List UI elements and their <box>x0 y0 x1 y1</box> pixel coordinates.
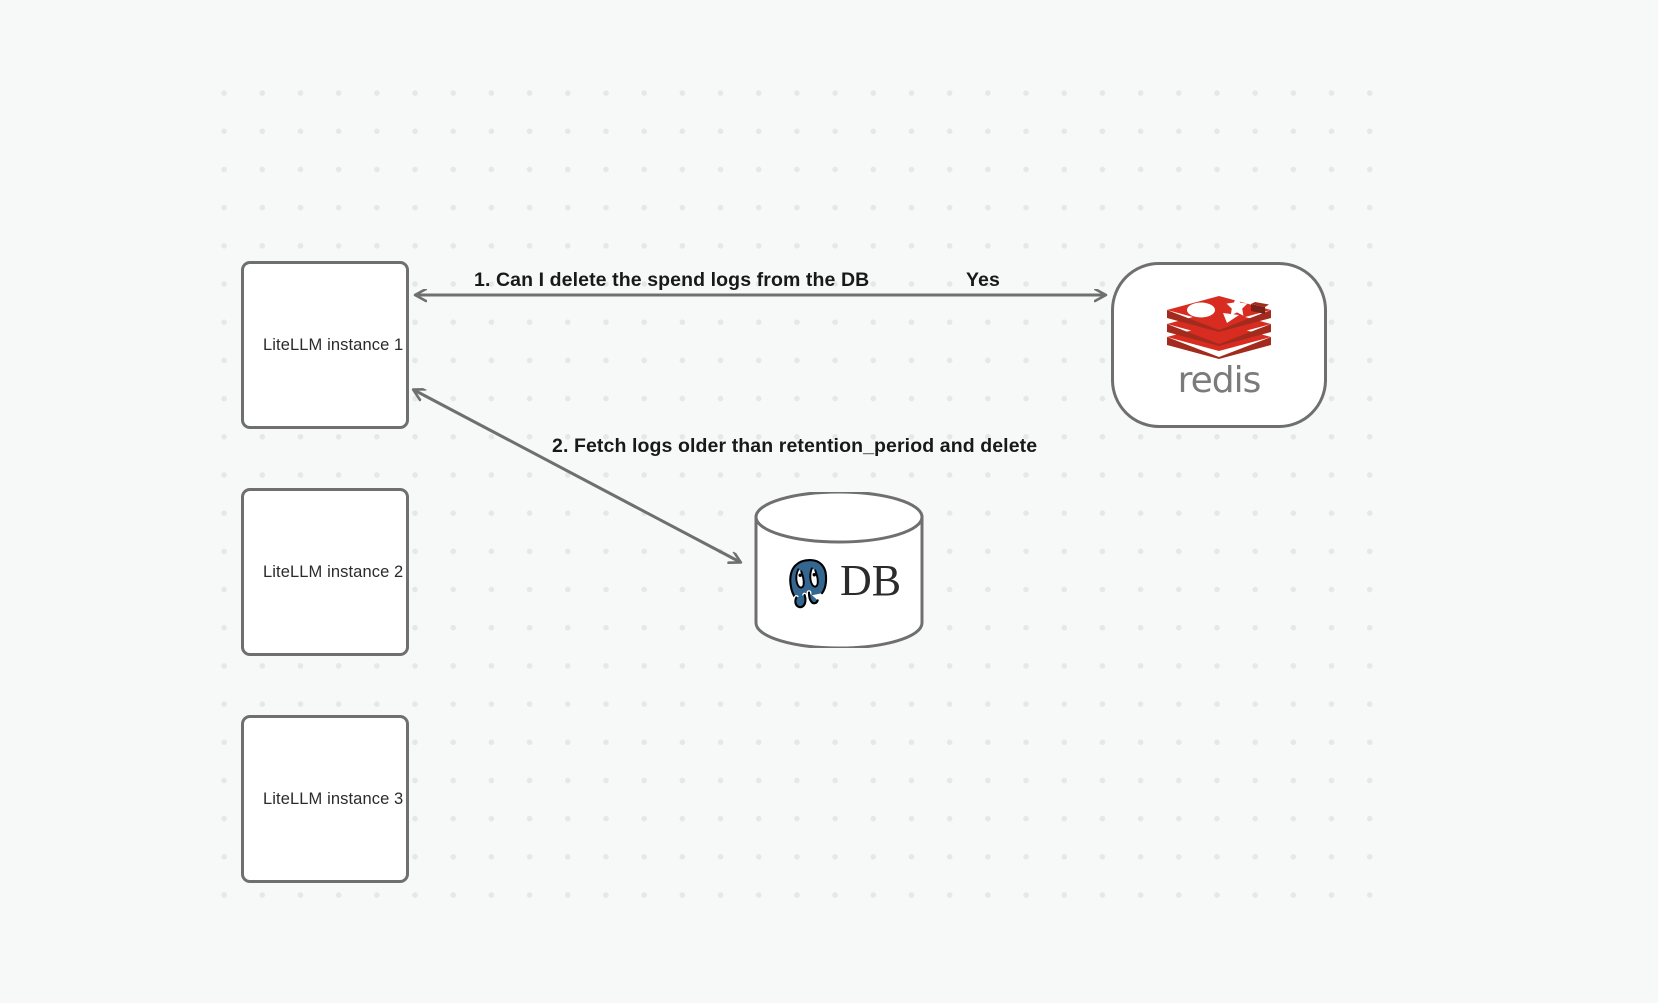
edge-label-reply: Yes <box>966 269 1000 291</box>
node-litellm-instance-3-label: LiteLLM instance 3 <box>263 789 404 808</box>
redis-logo-group: redis <box>1165 287 1273 399</box>
redis-wordmark-label: redis <box>1177 360 1262 401</box>
database-logo-row: DB <box>753 550 925 612</box>
node-litellm-instance-1-label: LiteLLM instance 1 <box>263 335 404 354</box>
postgresql-elephant-icon <box>787 557 829 610</box>
edge-label-request: 1. Can I delete the spend logs from the … <box>474 269 870 291</box>
redis-logo-icon <box>1167 296 1271 359</box>
edge-label-fetch-delete: 2. Fetch logs older than retention_perio… <box>552 435 1038 457</box>
node-litellm-instance-3[interactable]: LiteLLM instance 3 <box>241 715 409 883</box>
database-label: DB <box>839 556 902 605</box>
node-redis[interactable]: redis <box>1111 262 1327 428</box>
node-litellm-instance-2[interactable]: LiteLLM instance 2 <box>241 488 409 656</box>
node-litellm-instance-2-label: LiteLLM instance 2 <box>263 562 404 581</box>
edge-litellm1-db <box>414 390 740 562</box>
node-database[interactable]: DB <box>753 490 925 650</box>
node-litellm-instance-1[interactable]: LiteLLM instance 1 <box>241 261 409 429</box>
database-cylinder-icon <box>754 490 924 650</box>
